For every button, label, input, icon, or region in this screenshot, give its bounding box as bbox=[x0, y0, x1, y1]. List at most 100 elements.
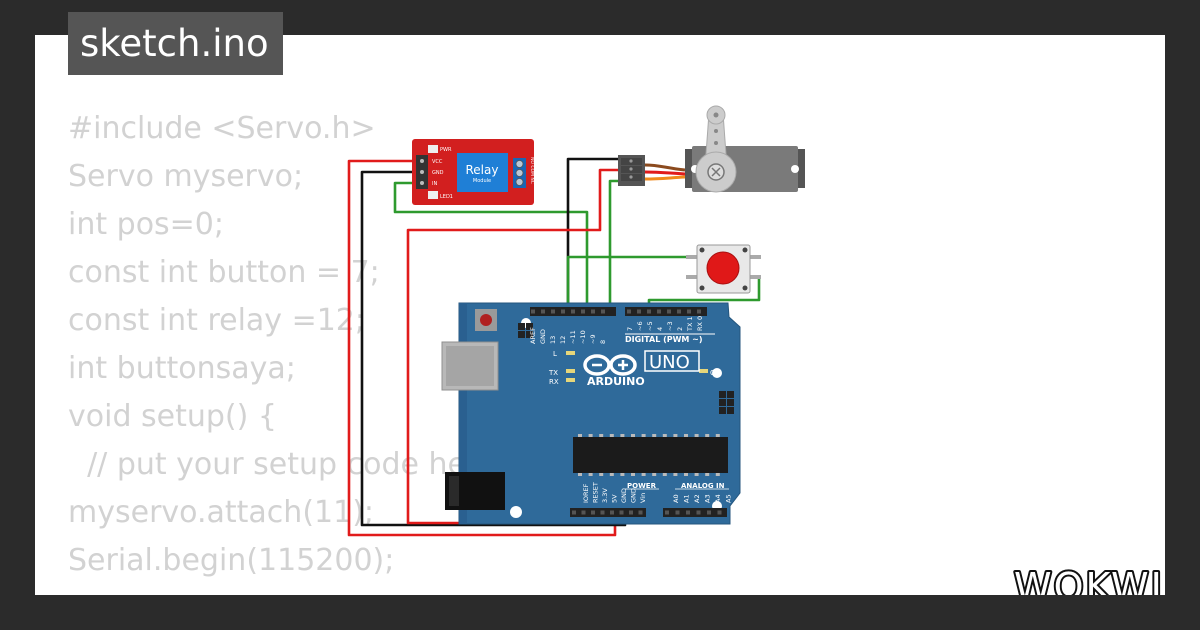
pin-label: IOREF bbox=[582, 483, 590, 503]
header-pin[interactable] bbox=[696, 510, 701, 515]
header-pin[interactable] bbox=[697, 309, 701, 314]
header-pin[interactable] bbox=[600, 510, 605, 515]
header-pin[interactable] bbox=[629, 510, 633, 515]
header-pin[interactable] bbox=[610, 510, 614, 515]
on-label: ON bbox=[710, 369, 721, 377]
servo-motor[interactable] bbox=[618, 105, 805, 193]
header-pin[interactable] bbox=[627, 309, 631, 314]
header-pin[interactable] bbox=[667, 309, 671, 314]
pin-label: ~5 bbox=[646, 321, 654, 331]
pin-label: 4 bbox=[656, 327, 664, 331]
analog-header[interactable] bbox=[663, 508, 727, 517]
pin-label: TX 1 bbox=[686, 316, 694, 332]
header-pin[interactable] bbox=[647, 309, 651, 314]
button-cap[interactable] bbox=[706, 251, 740, 285]
header-pin[interactable] bbox=[657, 309, 661, 314]
chip-pin bbox=[694, 473, 699, 476]
chip-pin bbox=[599, 473, 604, 476]
pin-label: 5V bbox=[611, 494, 619, 503]
chip-pin bbox=[684, 473, 688, 476]
header-pin[interactable] bbox=[707, 510, 711, 515]
arduino-brand: ARDUINO bbox=[587, 375, 645, 388]
code-line: const int relay =12; bbox=[68, 303, 365, 338]
wire-button-to-gnd[interactable] bbox=[566, 255, 700, 309]
power-header[interactable] bbox=[570, 508, 646, 517]
pin-label: A4 bbox=[714, 494, 722, 503]
header-pin[interactable] bbox=[677, 309, 681, 314]
relay-pin-label-pwr: PWR bbox=[440, 147, 452, 153]
header-pin[interactable] bbox=[619, 510, 624, 515]
chip-pin bbox=[705, 434, 710, 437]
chip-pin bbox=[641, 473, 646, 476]
header-pin[interactable] bbox=[561, 309, 565, 314]
code-line: Servo myservo; bbox=[68, 159, 304, 194]
header-pin[interactable] bbox=[637, 309, 641, 314]
header-pin[interactable] bbox=[591, 309, 595, 314]
pin-label: RESET bbox=[592, 482, 600, 503]
header-pin[interactable] bbox=[591, 510, 595, 515]
code-line: const int button = 7; bbox=[68, 255, 380, 290]
relay-terminal-labels: NO COM NC bbox=[529, 157, 535, 184]
wokwi-logo: WOKWI bbox=[1012, 563, 1164, 595]
chip-pin bbox=[609, 434, 614, 437]
header-pin[interactable] bbox=[717, 510, 722, 515]
arduino-model: UNO bbox=[649, 352, 690, 373]
code-line: int buttonsaya; bbox=[68, 351, 296, 386]
relay-pin-label-vcc: VCC bbox=[432, 159, 443, 165]
header-pin[interactable] bbox=[665, 510, 669, 515]
chip-pin bbox=[631, 473, 635, 476]
header-pin[interactable] bbox=[686, 510, 690, 515]
code-line: int pos=0; bbox=[68, 207, 225, 242]
pin-label: GND bbox=[630, 488, 638, 503]
header-pin[interactable] bbox=[571, 309, 575, 314]
chip-pin bbox=[662, 434, 667, 437]
chip-pin bbox=[620, 473, 625, 476]
header-pin[interactable] bbox=[601, 309, 605, 314]
chip-pin bbox=[652, 473, 657, 476]
chip-pin bbox=[684, 434, 688, 437]
header-pin[interactable] bbox=[572, 510, 576, 515]
relay-module[interactable]: PWR VCC GND IN LED1 Relay Module NO COM … bbox=[412, 139, 535, 205]
header-pin[interactable] bbox=[638, 510, 643, 515]
pin-label: A0 bbox=[672, 494, 680, 503]
header-pin[interactable] bbox=[541, 309, 545, 314]
chip-pin bbox=[578, 434, 582, 437]
filename-label: sketch.ino bbox=[68, 12, 283, 75]
push-button[interactable] bbox=[686, 244, 761, 294]
chip-pin bbox=[673, 434, 678, 437]
led-label-tx: TX bbox=[548, 369, 558, 377]
pin-label: ~6 bbox=[636, 321, 644, 331]
pin-label: ~9 bbox=[589, 334, 597, 344]
chip-pin bbox=[620, 434, 625, 437]
wire-servo-lead-brown bbox=[644, 163, 686, 172]
header-pin[interactable] bbox=[531, 309, 535, 314]
pin-label: 2 bbox=[676, 327, 684, 331]
wire-relay-in-to-pin12[interactable] bbox=[393, 181, 589, 309]
digital-header-right[interactable] bbox=[625, 307, 707, 316]
relay-pin-label-in: IN bbox=[432, 181, 437, 187]
chip-pin bbox=[599, 434, 604, 437]
pin-label: RX 0 bbox=[696, 316, 704, 331]
header-pin[interactable] bbox=[675, 510, 680, 515]
preview-card: #include <Servo.h>Servo myservo;int pos=… bbox=[35, 35, 1165, 595]
wire-servo-lead-orange bbox=[644, 175, 686, 181]
pin-label: GND bbox=[539, 329, 547, 344]
header-pin[interactable] bbox=[687, 309, 691, 314]
pin-label: Vin bbox=[639, 493, 647, 503]
relay-pin-label-gnd: GND bbox=[432, 170, 444, 176]
pin-label: ~10 bbox=[579, 330, 587, 344]
wire-relay-vcc-to-5v[interactable] bbox=[347, 159, 617, 537]
pin-label: A3 bbox=[704, 494, 712, 503]
pin-label: A2 bbox=[693, 494, 701, 503]
pin-label: 12 bbox=[559, 336, 567, 344]
icsp-header-top bbox=[518, 323, 533, 338]
header-pin[interactable] bbox=[581, 309, 585, 314]
chip-pin bbox=[588, 473, 593, 476]
pin-label: AREF bbox=[529, 327, 537, 344]
header-pin[interactable] bbox=[551, 309, 555, 314]
pin-label: 3.3V bbox=[601, 488, 609, 503]
header-pin[interactable] bbox=[581, 510, 586, 515]
